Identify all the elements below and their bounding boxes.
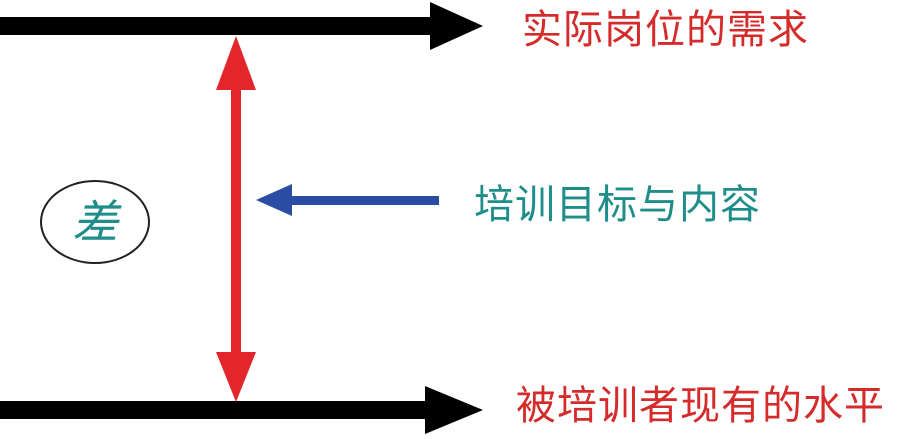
bottom-arrow-icon (0, 386, 483, 434)
double-headed-arrow-icon (216, 36, 256, 402)
training-goal-content-label: 培训目标与内容 (474, 182, 761, 228)
top-arrow-icon (0, 2, 483, 50)
left-arrow-icon (256, 184, 439, 216)
gap-label: 差 (72, 195, 118, 249)
gap-circle: 差 (40, 180, 150, 264)
actual-job-requirement-label: 实际岗位的需求 (522, 7, 809, 53)
trainee-current-level-label: 被培训者现有的水平 (516, 383, 885, 429)
